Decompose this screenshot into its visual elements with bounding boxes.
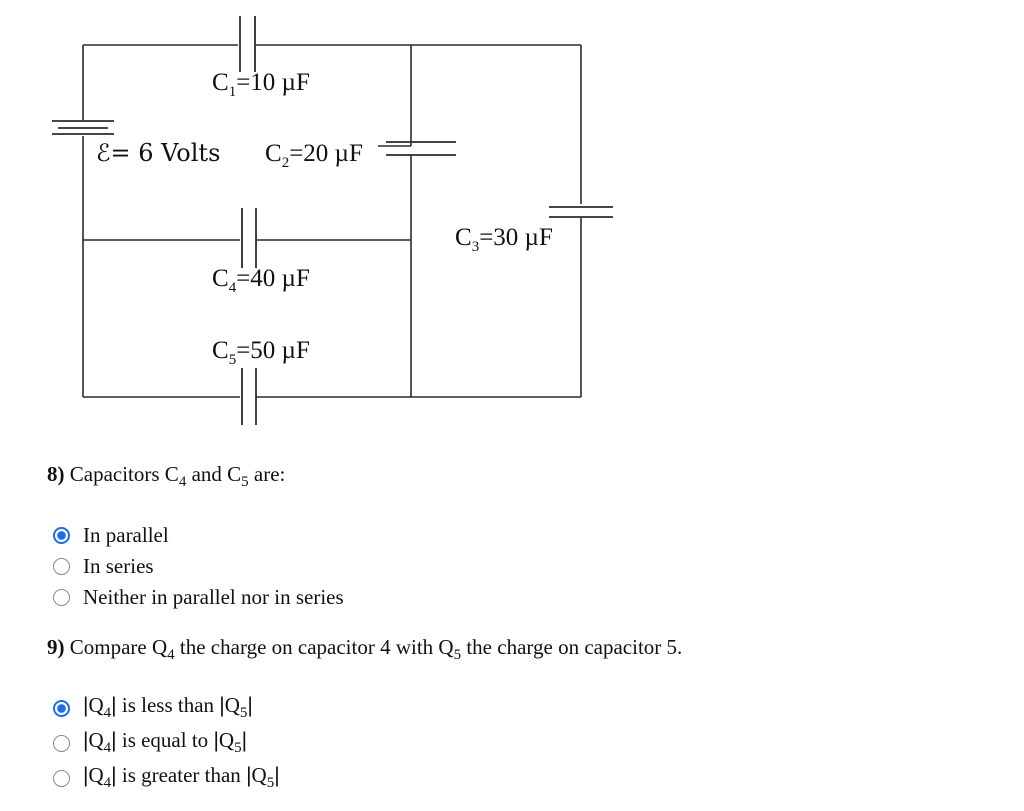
q8-option-label: In series	[83, 553, 154, 578]
q9-radio-greater[interactable]	[53, 769, 70, 787]
capacitor-c3-symbol	[549, 206, 613, 218]
q9-option-greater[interactable]: |Q4| is greater than |Q5|	[53, 763, 280, 792]
q8-option-label: In parallel	[83, 522, 169, 547]
q8-option-parallel[interactable]: In parallel	[53, 521, 169, 549]
q9-option-label: |Q4| is less than |Q5|	[83, 693, 253, 722]
q9-radio-less[interactable]	[53, 699, 70, 717]
q8-radio-neither[interactable]	[53, 588, 70, 606]
capacitor-c5-symbol	[241, 368, 257, 425]
question-8-number: 8)	[47, 462, 65, 486]
circuit-wires	[82, 44, 582, 398]
q8-option-neither[interactable]: Neither in parallel nor in series	[53, 583, 344, 611]
question-9: 9) Compare Q4 the charge on capacitor 4 …	[47, 635, 683, 664]
circuit-diagram: C1=10 µF ℰ= 6 Volts C2=20 µF C3=30 µF C4…	[52, 16, 613, 425]
c4-label: C4=40 µF	[212, 265, 310, 296]
q8-radio-parallel[interactable]	[53, 526, 70, 544]
q9-option-label: |Q4| is greater than |Q5|	[83, 763, 280, 792]
c5-label: C5=50 µF	[212, 337, 310, 368]
c3-label: C3=30 µF	[455, 224, 553, 255]
q9-option-equal[interactable]: |Q4| is equal to |Q5|	[53, 728, 248, 757]
c2-label: C2=20 µF	[265, 140, 363, 171]
q9-option-label: |Q4| is equal to |Q5|	[83, 728, 248, 757]
q8-option-series[interactable]: In series	[53, 552, 154, 580]
capacitor-c2-symbol	[386, 141, 456, 156]
capacitor-c1-symbol	[239, 16, 256, 72]
q9-option-less[interactable]: |Q4| is less than |Q5|	[53, 693, 253, 722]
question-9-number: 9)	[47, 635, 65, 659]
q9-radio-equal[interactable]	[53, 734, 70, 752]
q8-option-label: Neither in parallel nor in series	[83, 584, 344, 609]
capacitor-c4-symbol	[241, 208, 257, 268]
c1-label: C1=10 µF	[212, 69, 310, 100]
question-8: 8) Capacitors C4 and C5 are:	[47, 462, 286, 491]
battery-symbol	[52, 120, 114, 135]
emf-label: ℰ= 6 Volts	[96, 139, 220, 167]
q8-radio-series[interactable]	[53, 557, 70, 575]
